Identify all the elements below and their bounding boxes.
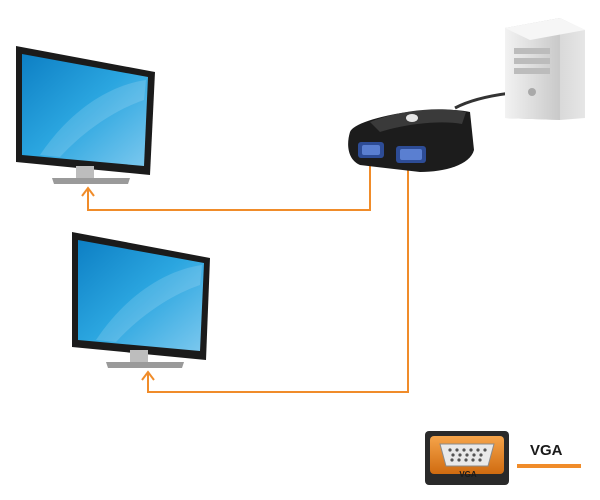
legend-label: VGA — [530, 442, 563, 459]
arrow-up-icon — [81, 186, 95, 197]
legend-line — [517, 464, 581, 468]
vga-cable-to-monitor-2 — [141, 165, 409, 393]
monitor-1 — [16, 46, 155, 184]
arrow-up-icon — [141, 370, 155, 381]
connector-badge-label: VGA — [459, 470, 477, 479]
vga-connector-badge — [425, 431, 509, 485]
pc-tower — [505, 18, 585, 120]
monitor-2 — [72, 232, 210, 368]
vga-splitter — [348, 109, 474, 172]
brand-logo-icon — [406, 114, 418, 122]
vga-cable-to-monitor-1 — [81, 165, 371, 211]
